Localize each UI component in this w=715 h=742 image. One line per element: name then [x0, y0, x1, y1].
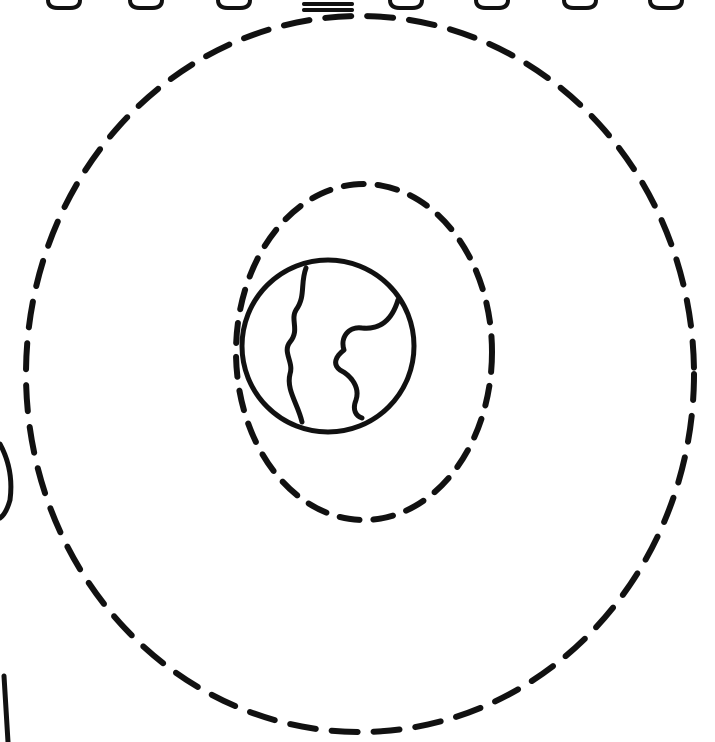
- drawing-canvas: [0, 0, 715, 742]
- canvas-background: [0, 0, 715, 742]
- orbit-illustration: [0, 0, 715, 742]
